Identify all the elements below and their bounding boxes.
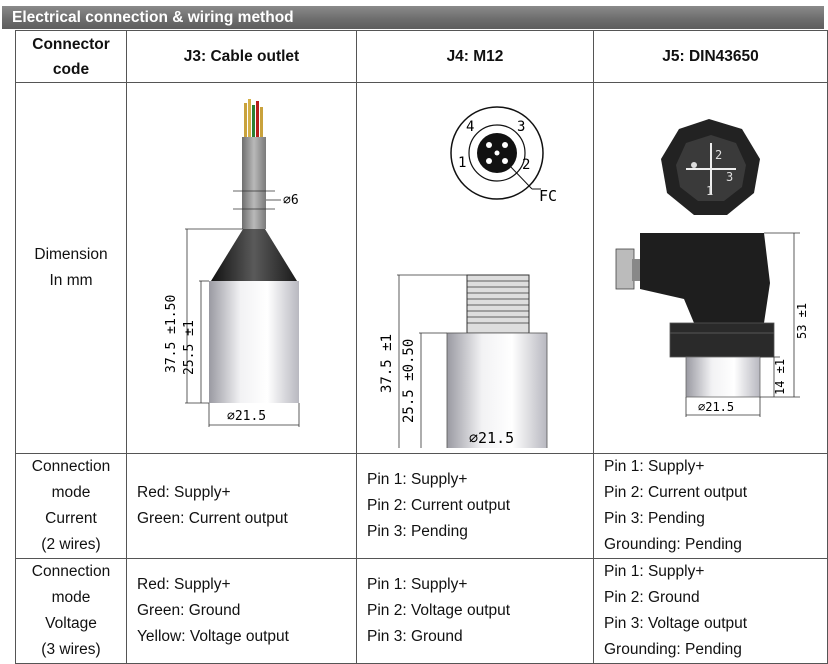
j4-voltage-wiring: Pin 1: Supply+ Pin 2: Voltage output Pin… (356, 558, 594, 664)
label-line: Current (45, 510, 97, 527)
j3-current-wiring: Red: Supply+ Green: Current output (126, 453, 357, 559)
din-side-view (615, 233, 775, 398)
j5-voltage-wiring: Pin 1: Supply+ Pin 2: Ground Pin 3: Volt… (593, 558, 828, 664)
section-title: Electrical connection & wiring method (2, 6, 824, 29)
wiring-line: Pin 1: Supply+ (367, 471, 468, 488)
wiring-line: Pin 1: Supply+ (604, 458, 705, 475)
fc-label: FC (539, 187, 557, 205)
wiring-line: Red: Supply+ (137, 484, 231, 501)
label-line: (2 wires) (41, 536, 101, 553)
j5-body-dia: ∅21.5 (698, 400, 734, 414)
strain-relief (211, 229, 297, 281)
j5-total-height: 53 ±1 (795, 303, 809, 339)
wiring-line: Pin 3: Pending (604, 510, 705, 527)
current-mode-label: Connection mode Current (2 wires) (15, 453, 127, 559)
column-header-j5: J5: DIN43650 (593, 30, 828, 83)
j3-total-height: 37.5 ±1.50 (164, 295, 179, 373)
column-header-j4: J4: M12 (356, 30, 594, 83)
j4-total-height: 37.5 ±1 (379, 334, 395, 393)
j5-current-wiring: Pin 1: Supply+ Pin 2: Current output Pin… (593, 453, 828, 559)
j5-body-height: 14 ±1 (773, 359, 787, 395)
pin-label: 2 (522, 157, 530, 173)
corner-header: Connector code (15, 30, 127, 83)
j4-m12-drawing: 4 3 1 2 FC (379, 106, 557, 450)
cable (242, 137, 266, 229)
dimension-row: Dimension In mm (15, 82, 828, 454)
pin-label: 1 (458, 155, 466, 171)
j4-drawing-cell: 4 3 1 2 FC (356, 82, 594, 454)
wiring-line: Grounding: Pending (604, 536, 742, 553)
wiring-line: Pin 3: Ground (367, 628, 463, 645)
label-line: Connection (31, 458, 111, 475)
face-mark: 1 (706, 184, 713, 198)
wiring-line: Green: Ground (137, 602, 241, 619)
wiring-line: Pin 3: Pending (367, 523, 468, 540)
cable-dia-label: ∅6 (283, 193, 299, 208)
j5-din43650-drawing: 2 3 1 53 ±1 (615, 119, 809, 417)
header-row: Connector code J3: Cable outlet J4: M12 … (15, 30, 828, 83)
corner-line: Connector (32, 35, 110, 53)
wiring-line: Yellow: Voltage output (137, 628, 289, 645)
j5-drawing-cell: 2 3 1 53 ±1 (593, 82, 828, 454)
pin-label: 3 (517, 119, 525, 135)
m12-face-view: 4 3 1 2 FC (450, 106, 557, 205)
face-mark: 3 (726, 170, 733, 184)
label-line: Voltage (45, 615, 97, 632)
label-line: mode (51, 589, 91, 606)
wiring-line: Pin 3: Voltage output (604, 615, 748, 632)
current-row: Connection mode Current (2 wires) Red: S… (15, 453, 828, 559)
pin-label: 4 (466, 119, 474, 135)
wiring-line: Red: Supply+ (137, 576, 231, 593)
j3-cable-outlet-drawing: ∅6 37.5 ±1.50 25.5 ±1 ∅21.5 (164, 99, 300, 427)
wiring-line: Pin 1: Supply+ (604, 563, 705, 580)
label-line: mode (51, 484, 91, 501)
corner-line: code (52, 60, 90, 78)
j4-body-dia: ∅21.5 (469, 429, 514, 447)
sensor-body (209, 281, 299, 403)
voltage-mode-label: Connection mode Voltage (3 wires) (15, 558, 127, 664)
j4-body-height: 25.5 ±0.50 (401, 339, 417, 423)
dimension-line: In mm (49, 272, 93, 289)
wiring-line: Pin 2: Current output (367, 497, 511, 514)
j4-current-wiring: Pin 1: Supply+ Pin 2: Current output Pin… (356, 453, 594, 559)
wiring-line: Grounding: Pending (604, 641, 742, 658)
wiring-line: Green: Current output (137, 510, 288, 527)
face-mark: 2 (715, 148, 722, 162)
voltage-row: Connection mode Voltage (3 wires) Red: S… (15, 558, 828, 664)
wiring-line: Pin 2: Ground (604, 589, 700, 606)
dimension-line: Dimension (34, 246, 108, 263)
wiring-table: Connector code J3: Cable outlet J4: M12 … (15, 30, 828, 664)
label-line: (3 wires) (41, 641, 101, 658)
j3-body-dia: ∅21.5 (227, 409, 266, 424)
wires (244, 99, 263, 145)
j3-body-height: 25.5 ±1 (182, 320, 197, 375)
j3-voltage-wiring: Red: Supply+ Green: Ground Yellow: Volta… (126, 558, 357, 664)
dimension-label: Dimension In mm (15, 82, 127, 454)
j3-drawing-cell: ∅6 37.5 ±1.50 25.5 ±1 ∅21.5 (126, 82, 357, 454)
label-line: Connection (31, 563, 111, 580)
m12-side-view (446, 274, 548, 450)
din-face-view: 2 3 1 (661, 119, 760, 215)
column-header-j3: J3: Cable outlet (126, 30, 357, 83)
wiring-line: Pin 2: Current output (604, 484, 748, 501)
wiring-line: Pin 2: Voltage output (367, 602, 511, 619)
wiring-line: Pin 1: Supply+ (367, 576, 468, 593)
